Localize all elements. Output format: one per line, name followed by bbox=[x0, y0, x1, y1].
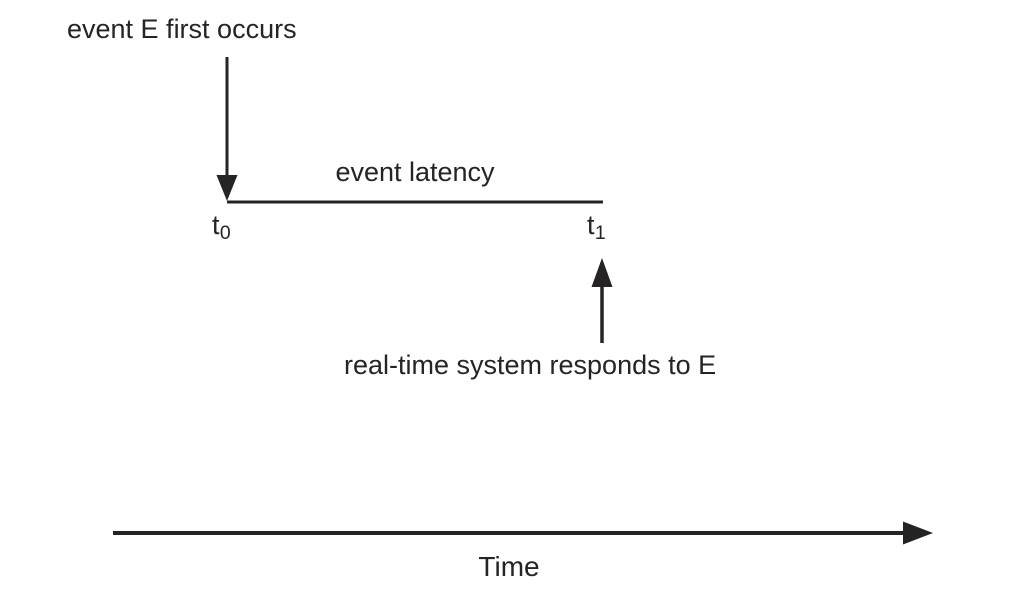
t1-label: t1 bbox=[587, 209, 606, 245]
event-latency-label: event latency bbox=[335, 157, 495, 187]
t1-base: t bbox=[587, 210, 595, 240]
t1-subscript: 1 bbox=[594, 222, 606, 245]
arrow-right-icon bbox=[113, 521, 933, 545]
time-axis-label: Time bbox=[478, 551, 540, 582]
system-responds-label: real-time system responds to E bbox=[344, 350, 717, 380]
t0-label: t0 bbox=[212, 209, 231, 245]
arrow-up-icon bbox=[591, 258, 613, 343]
arrow-down-icon bbox=[216, 57, 238, 201]
t0-base: t bbox=[212, 210, 220, 240]
t0-subscript: 0 bbox=[219, 222, 231, 245]
event-occurs-label: event E first occurs bbox=[67, 14, 297, 44]
